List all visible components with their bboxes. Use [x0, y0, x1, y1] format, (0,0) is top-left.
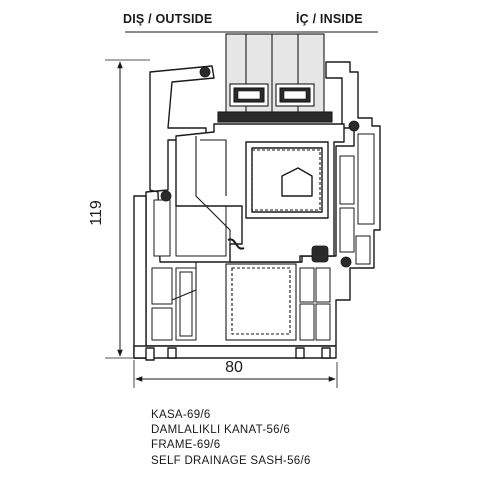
- profile-caption: KASA-69/6 DAMLALIKLI KANAT-56/6 FRAME-69…: [151, 408, 311, 469]
- height-dimension: 119: [88, 59, 150, 359]
- steel-reinforcement: [225, 149, 321, 341]
- caption-line-sash-en: SELF DRAINAGE SASH-56/6: [151, 454, 311, 467]
- caption-line-frame-tr: KASA-69/6: [151, 409, 211, 421]
- drainage-channel: [171, 136, 231, 301]
- caption-line-frame-en: FRAME-69/6: [151, 439, 221, 452]
- width-dimension-label: 80: [225, 359, 243, 376]
- sash-profile: [175, 123, 345, 263]
- glazing-unit: [217, 33, 333, 123]
- height-dimension-label: 119: [88, 200, 105, 226]
- outside-label: DIŞ / OUTSIDE: [123, 12, 213, 26]
- frame-chambers: [151, 133, 375, 341]
- caption-line-sash-tr: DAMLALIKLI KANAT-56/6: [151, 424, 291, 437]
- gaskets: [160, 66, 360, 268]
- width-dimension: 80: [133, 359, 338, 388]
- inside-label: İÇ / INSIDE: [296, 12, 363, 26]
